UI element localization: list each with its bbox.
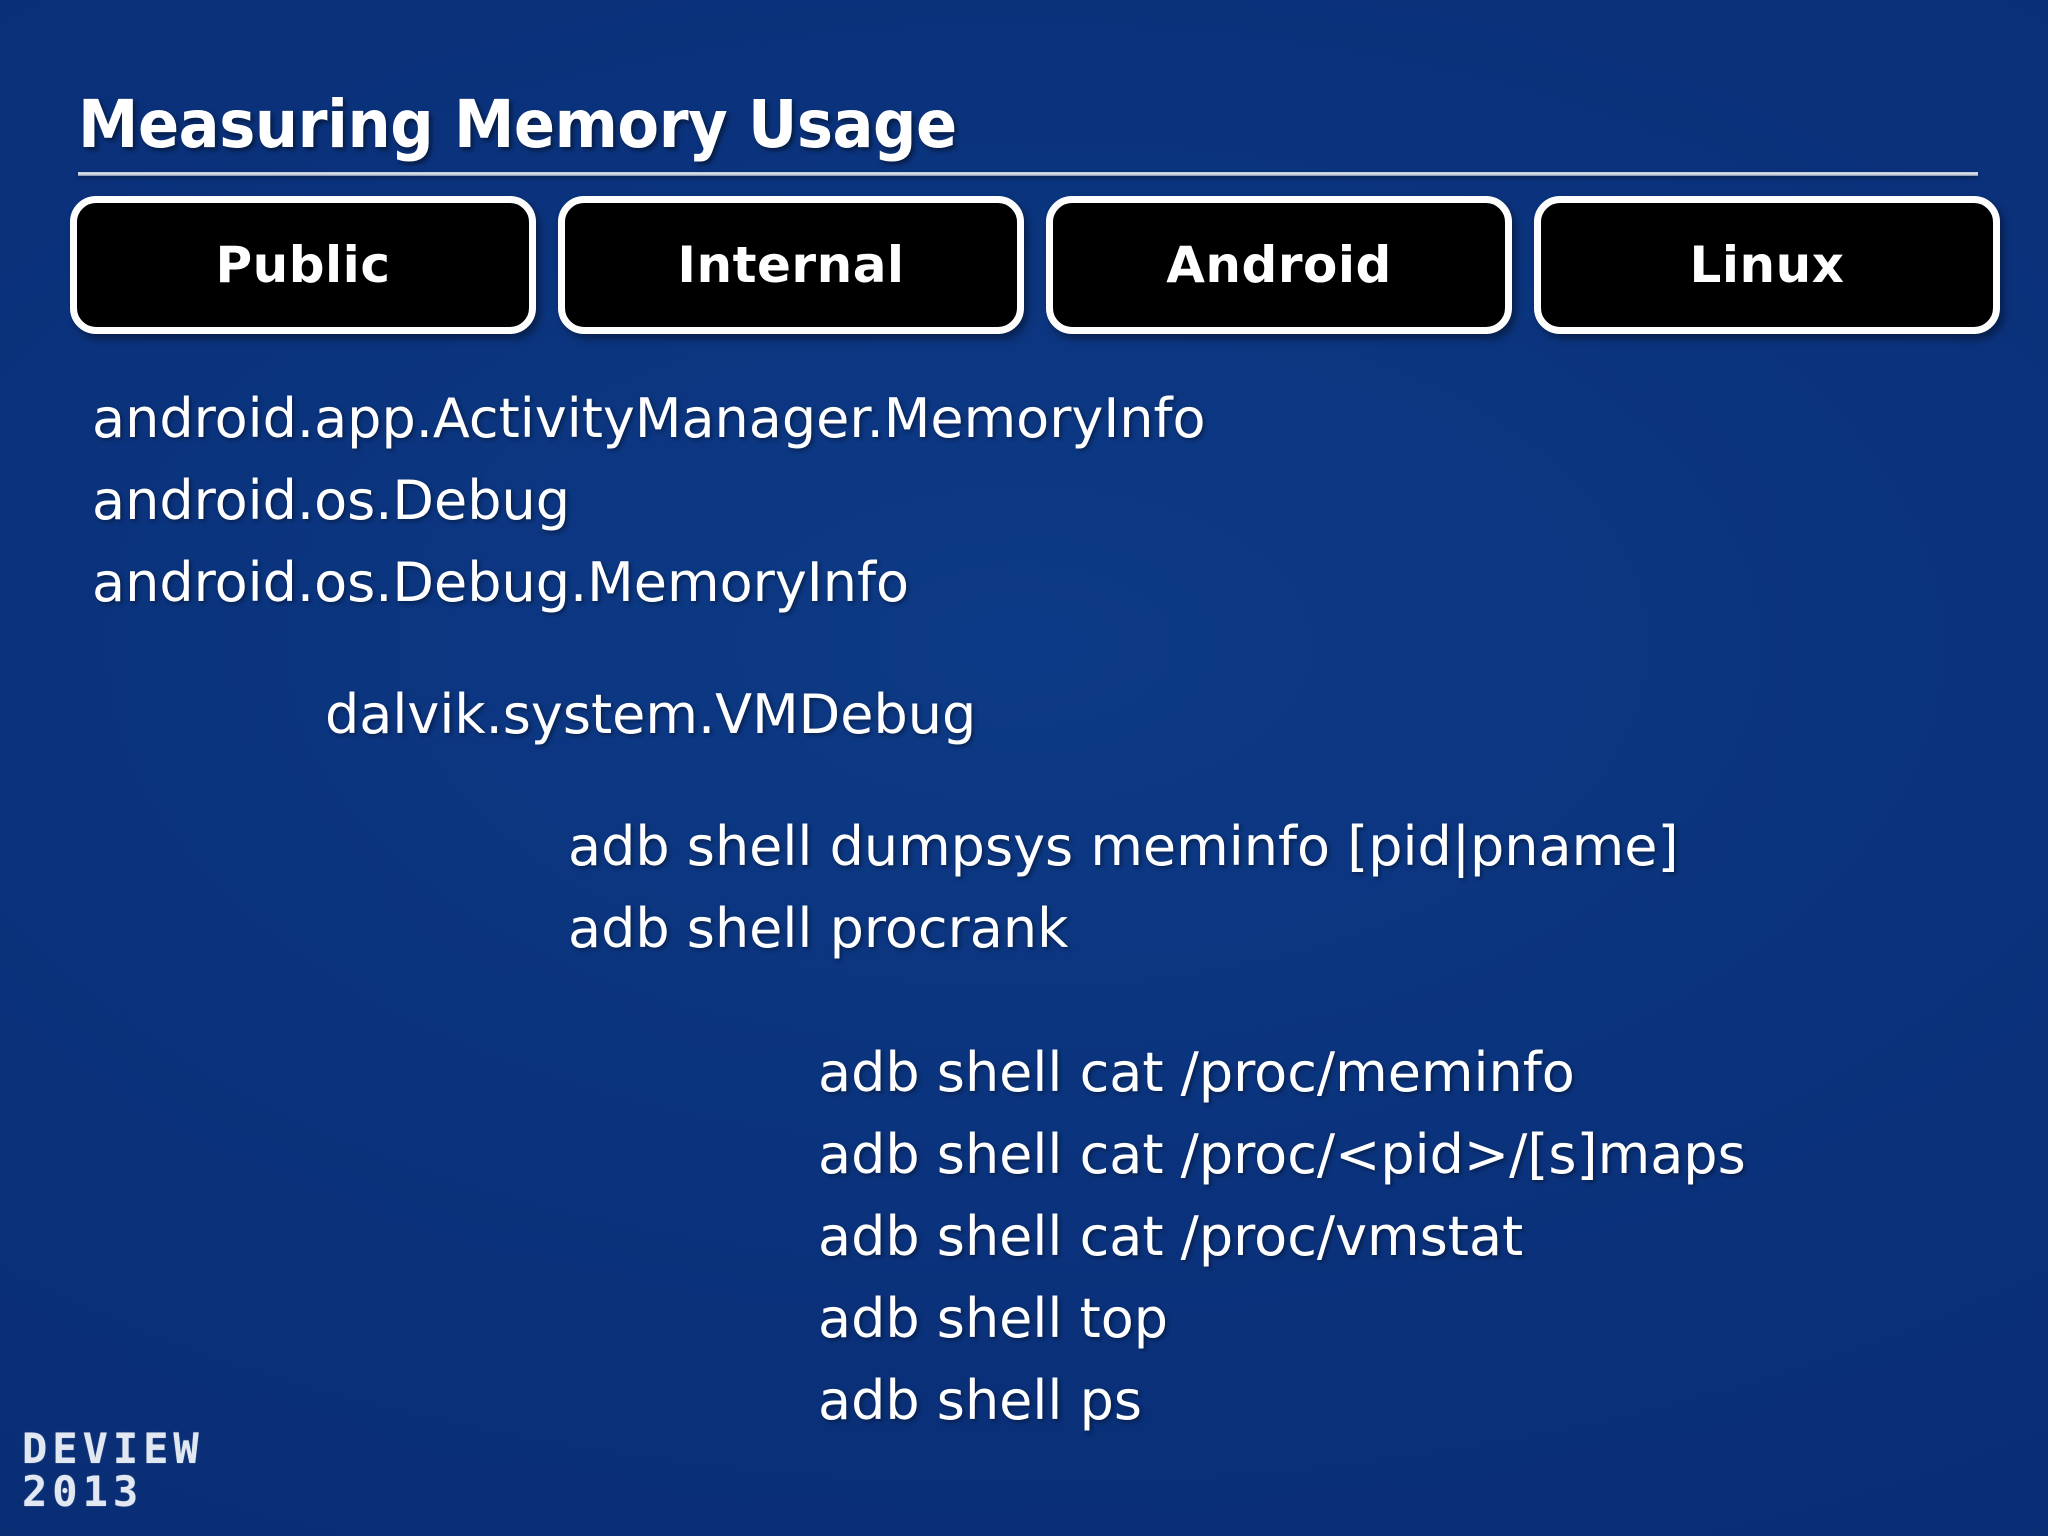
deview-logo-name: DEVIEW — [22, 1424, 204, 1474]
command-line: adb shell cat /proc/meminfo — [818, 1041, 1575, 1104]
tab-linux[interactable]: Linux — [1534, 196, 2000, 334]
page-title: Measuring Memory Usage — [78, 86, 957, 163]
tab-public-label: Public — [215, 236, 391, 294]
tab-row: Public Internal Android Linux — [70, 196, 2000, 334]
command-line: adb shell cat /proc/vmstat — [818, 1205, 1524, 1268]
api-line: android.app.ActivityManager.MemoryInfo — [92, 387, 1206, 450]
deview-logo-year: 2013 — [22, 1467, 144, 1517]
group-internal-apis: dalvik.system.VMDebug — [0, 674, 2048, 756]
group-linux-commands: adb shell cat /proc/meminfo adb shell ca… — [0, 1032, 2048, 1442]
tab-linux-label: Linux — [1689, 236, 1845, 294]
command-line: adb shell procrank — [568, 897, 1069, 960]
group-public-apis: android.app.ActivityManager.MemoryInfo a… — [0, 378, 2048, 624]
command-line: adb shell cat /proc/<pid>/[s]maps — [818, 1123, 1746, 1186]
tab-android-label: Android — [1166, 236, 1392, 294]
api-line: android.os.Debug.MemoryInfo — [92, 551, 909, 614]
tab-public[interactable]: Public — [70, 196, 536, 334]
title-divider — [78, 172, 1978, 176]
tab-internal[interactable]: Internal — [558, 196, 1024, 334]
group-android-commands: adb shell dumpsys meminfo [pid|pname] ad… — [0, 806, 2048, 970]
api-line: dalvik.system.VMDebug — [325, 683, 977, 746]
deview-logo: DEVIEW 2013 — [22, 1428, 204, 1514]
tab-android[interactable]: Android — [1046, 196, 1512, 334]
tab-internal-label: Internal — [677, 236, 905, 294]
title-block: Measuring Memory Usage — [78, 92, 1978, 158]
command-line: adb shell top — [818, 1287, 1169, 1350]
api-line: android.os.Debug — [92, 469, 571, 532]
command-line: adb shell ps — [818, 1369, 1142, 1432]
command-line: adb shell dumpsys meminfo [pid|pname] — [568, 815, 1679, 878]
content-area: android.app.ActivityManager.MemoryInfo a… — [0, 378, 2048, 1442]
